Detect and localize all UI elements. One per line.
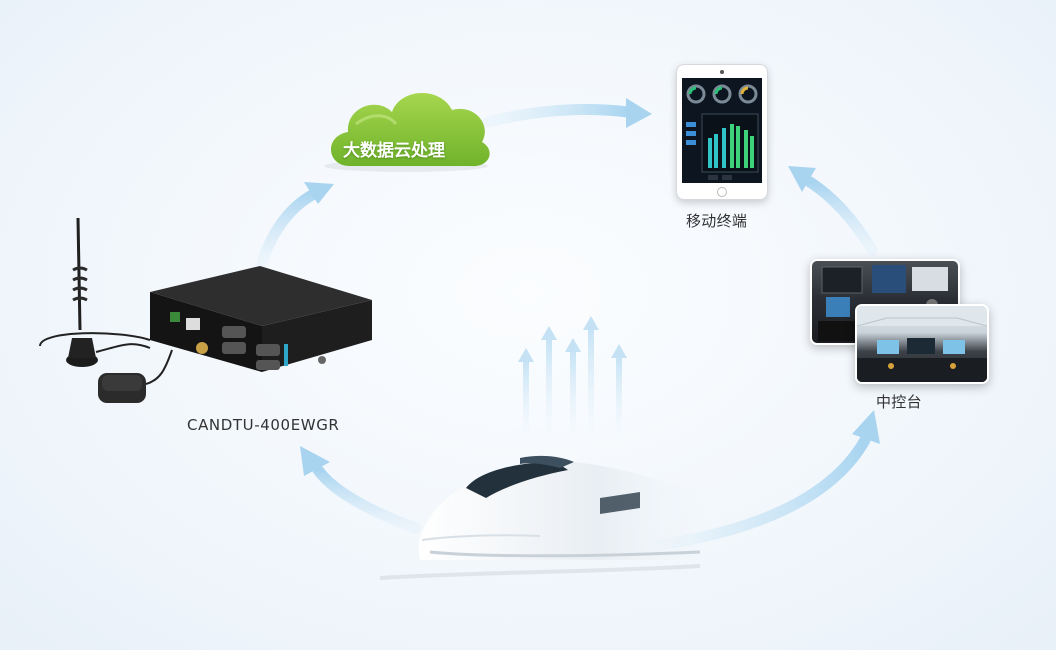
- arrow-head-mobile: [626, 98, 652, 128]
- camera-icon: [720, 70, 724, 74]
- arrow-head-control: [852, 410, 880, 444]
- mobile-terminal-label: 移动终端: [686, 212, 748, 230]
- mobile-terminal-image: [676, 64, 768, 200]
- arrow-head-device: [300, 446, 330, 476]
- device-label: CANDTU-400EWGR: [187, 416, 340, 434]
- cloud-icon: [324, 92, 490, 172]
- antenna-icon: [39, 217, 151, 367]
- arrow-train-to-device: [312, 464, 421, 534]
- high-speed-train-image: [379, 455, 720, 580]
- candtu-device-image: [150, 266, 372, 372]
- tablet-screen: [682, 78, 762, 183]
- gps-antenna-icon: [98, 349, 173, 403]
- control-console-label: 中控台: [876, 393, 922, 411]
- control-room-photo-2: [855, 304, 989, 384]
- arrow-head-mobile-right: [788, 166, 816, 192]
- arrow-device-to-cloud: [256, 186, 324, 268]
- home-button-icon: [717, 187, 727, 197]
- arrow-cloud-to-mobile: [482, 104, 634, 128]
- arrow-head-cloud: [304, 182, 334, 204]
- arrow-control-to-mobile: [804, 176, 878, 256]
- cloud-label: 大数据云处理: [343, 141, 445, 161]
- upload-arrows: [518, 316, 627, 440]
